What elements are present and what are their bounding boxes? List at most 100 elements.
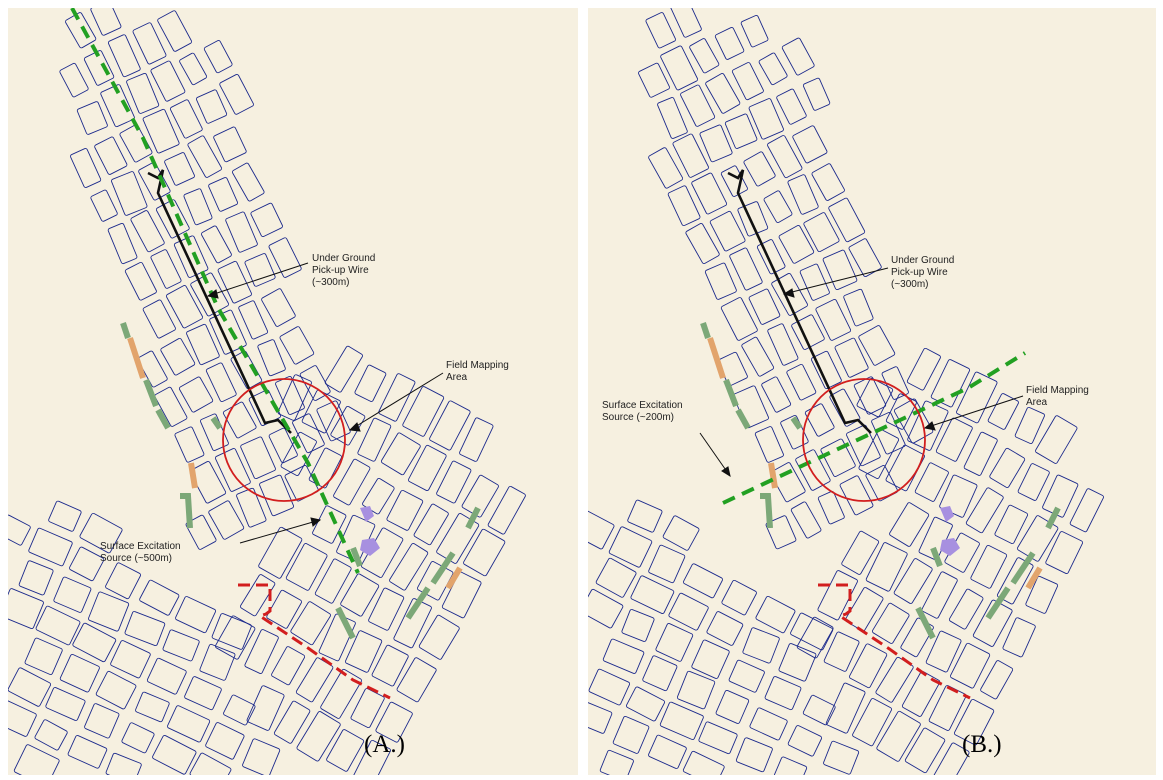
tunnel-block (205, 362, 237, 403)
tunnel-block (682, 750, 725, 775)
tunnel-block (796, 616, 834, 659)
source-annotation-line: Source (~200m) (602, 412, 674, 423)
tunnel-block (648, 544, 686, 584)
field-leader-arrow (923, 421, 936, 431)
tunnel-block (8, 588, 44, 630)
tunnel-block (345, 630, 383, 673)
tunnel-block (691, 639, 730, 679)
tunnel-block (841, 530, 880, 575)
tunnel-block (699, 124, 733, 163)
tunnel-block (34, 719, 68, 751)
tunnel-block (371, 644, 409, 687)
tunnel-block (691, 172, 728, 215)
tunnel-block (70, 148, 102, 188)
tunnel-block (18, 560, 54, 596)
tunnel-block (773, 756, 808, 775)
tunnel-block (208, 177, 239, 212)
tunnel-block (823, 740, 860, 775)
tunnel-block (602, 638, 645, 674)
tunnel-block (667, 185, 701, 227)
tunnel-block (380, 432, 421, 476)
tunnel-block (856, 377, 894, 418)
tunnel-block (668, 592, 709, 631)
tunnel-block (236, 487, 267, 528)
wire-annotation-line: (~300m) (312, 277, 350, 288)
tunnel-block (463, 528, 506, 577)
tunnel-block (626, 686, 666, 722)
tunnel-block (715, 689, 750, 724)
green-zone (930, 546, 943, 568)
tunnel-block (731, 62, 764, 101)
tunnel-block (925, 630, 962, 673)
wire-annotation-line: (~300m) (891, 279, 929, 290)
tunnel-block (261, 288, 296, 327)
tunnel-block (238, 300, 269, 340)
tunnel-block (720, 297, 758, 341)
tunnel-block (811, 163, 845, 201)
tunnel-block (95, 670, 137, 710)
tunnel-block (244, 629, 279, 674)
tunnel-block (706, 611, 744, 646)
tunnel-block (340, 573, 380, 617)
tunnel-block (804, 403, 835, 437)
tunnel-block (124, 611, 166, 647)
wire-annotation-line: Under Ground (312, 253, 375, 264)
tunnel-block (771, 272, 808, 316)
field-annotation: Field Mapping Area (446, 360, 512, 383)
tunnel-block (828, 197, 866, 243)
tunnel-block (333, 458, 371, 506)
tunnel-block (865, 465, 899, 502)
tunnel-block (749, 707, 788, 741)
green-zone (120, 322, 131, 339)
purple-zone (360, 506, 374, 522)
tunnel-block (351, 739, 391, 775)
source-leader-arrow (310, 517, 322, 527)
tunnel-block (732, 385, 769, 429)
tunnel-block (758, 52, 788, 86)
tunnel-block (203, 40, 233, 74)
tunnel-block (165, 285, 204, 329)
tunnel-block (162, 629, 200, 662)
tunnel-block (956, 371, 998, 424)
field-annotation-line: Field Mapping (1026, 385, 1089, 396)
tunnel-block (755, 595, 796, 634)
tunnel-block (246, 685, 285, 731)
mine-map-a: Under Ground Pick-up Wire (~300m) Field … (8, 8, 526, 775)
tunnel-block (748, 288, 781, 325)
tunnel-block (292, 413, 325, 454)
tunnel-block (195, 89, 228, 124)
tunnel-block (825, 682, 866, 734)
tunnel-block (242, 738, 281, 775)
field-leader-line (924, 395, 1024, 429)
tunnel-block (1025, 575, 1059, 614)
tunnel-block (205, 722, 245, 760)
tunnel-block (296, 711, 341, 762)
tunnel-block (817, 490, 845, 525)
tunnel-block (599, 749, 634, 775)
tunnel-block (213, 126, 247, 163)
tunnel-block (65, 12, 97, 49)
tunnel-block (324, 345, 363, 393)
tunnel-block (852, 698, 893, 747)
tunnel-block (90, 8, 122, 36)
tunnel-block (408, 444, 447, 492)
tunnel-block (802, 77, 831, 111)
tunnel-block (994, 504, 1029, 545)
tunnel-block (662, 515, 700, 551)
tunnel-block (778, 225, 815, 264)
tunnel-block (35, 605, 81, 646)
tunnel-block (142, 108, 180, 154)
orange-zone (768, 462, 778, 489)
tunnel-block (146, 657, 187, 695)
tunnel-block (217, 260, 252, 304)
tunnel-block (183, 188, 213, 226)
wire-leader-arrow (206, 289, 219, 299)
tunnel-block (698, 721, 738, 755)
tunnel-block (105, 562, 141, 600)
tunnel-block (761, 376, 792, 413)
panel-a-map: Under Ground Pick-up Wire (~300m) Field … (8, 8, 578, 775)
tunnel-block (155, 199, 190, 239)
tunnel-block (893, 558, 933, 604)
tunnel-block (378, 373, 416, 422)
tunnel-block (612, 715, 650, 754)
